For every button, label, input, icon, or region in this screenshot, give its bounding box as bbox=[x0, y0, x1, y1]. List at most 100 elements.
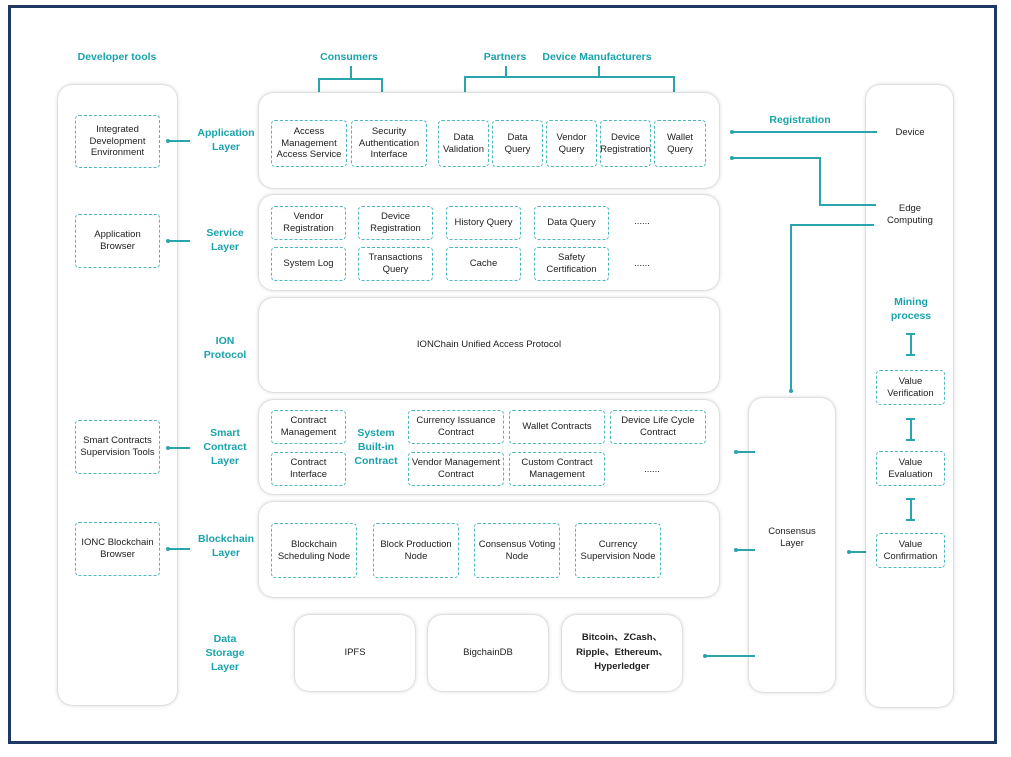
app-security-authentication: Security Authentication Interface bbox=[351, 120, 427, 167]
dev-tool-application-browser: Application Browser bbox=[75, 214, 160, 268]
storage-ipfs: IPFS bbox=[344, 647, 366, 659]
diagram-frame bbox=[8, 5, 997, 744]
connector-dot bbox=[166, 547, 170, 551]
connector bbox=[910, 333, 912, 355]
connector bbox=[906, 354, 915, 356]
dev-tool-smart-contracts-supervision: Smart Contracts Supervision Tools bbox=[75, 420, 160, 474]
svc-history-query: History Query bbox=[446, 206, 521, 240]
consensus-layer-panel bbox=[749, 398, 835, 692]
edge-computing-label: Edge Computing bbox=[887, 203, 933, 226]
sc-wallet-contracts: Wallet Contracts bbox=[509, 410, 605, 444]
consensus-layer-label: Consensus Layer bbox=[768, 526, 816, 549]
connector-dot bbox=[166, 446, 170, 450]
svc-system-log: System Log bbox=[271, 247, 346, 281]
app-access-management: Access Management Access Service bbox=[271, 120, 347, 167]
edge-line bbox=[732, 157, 820, 159]
app-data-validation: Data Validation bbox=[438, 120, 489, 167]
partners-header: Partners bbox=[483, 50, 527, 63]
consumers-bracket bbox=[350, 66, 352, 78]
app-device-registration: Device Registration bbox=[600, 120, 651, 167]
application-layer-label: Application Layer bbox=[197, 126, 255, 153]
dev-tool-ionc-blockchain-browser: IONC Blockchain Browser bbox=[75, 522, 160, 576]
connector bbox=[736, 549, 755, 551]
connector-dot bbox=[166, 239, 170, 243]
partners-bracket bbox=[464, 76, 674, 78]
connector bbox=[168, 240, 190, 242]
mining-process-label: Mining process bbox=[890, 295, 932, 322]
svc-safety-certification: Safety Certification bbox=[534, 247, 609, 281]
developer-tools-header: Developer tools bbox=[77, 50, 157, 63]
svc-transactions-query: Transactions Query bbox=[358, 247, 433, 281]
blockchain-layer-label: Blockchain Layer bbox=[197, 532, 255, 559]
storage-others-panel bbox=[562, 615, 682, 691]
value-confirmation: Value Confirmation bbox=[876, 533, 945, 568]
ion-protocol-label: ION Protocol bbox=[203, 334, 247, 361]
storage-bigchaindb-panel bbox=[428, 615, 548, 691]
consumers-bracket bbox=[381, 78, 383, 92]
connector bbox=[168, 548, 190, 550]
storage-others: Bitcoin、ZCash、Ripple、Ethereum、Hyperledge… bbox=[576, 631, 668, 673]
svc-vendor-registration: Vendor Registration bbox=[271, 206, 346, 240]
sc-custom-contract-management: Custom Contract Management bbox=[509, 452, 605, 486]
app-wallet-query: Wallet Query bbox=[654, 120, 706, 167]
sc-contract-management: Contract Management bbox=[271, 410, 346, 444]
connector-dot bbox=[734, 548, 738, 552]
device-label: Device bbox=[895, 127, 925, 139]
connector bbox=[736, 451, 755, 453]
registration-label: Registration bbox=[769, 113, 831, 126]
connector bbox=[705, 655, 755, 657]
ion-protocol-panel bbox=[259, 298, 719, 392]
consumers-bracket bbox=[318, 78, 320, 92]
storage-bigchaindb: BigchainDB bbox=[463, 647, 513, 659]
consumers-bracket bbox=[318, 78, 382, 80]
connector bbox=[906, 439, 915, 441]
connector-dot bbox=[847, 550, 851, 554]
sc-device-life-cycle: Device Life Cycle Contract bbox=[610, 410, 706, 444]
connector bbox=[910, 418, 912, 440]
partners-bracket bbox=[673, 76, 675, 92]
consumers-header: Consumers bbox=[320, 50, 378, 63]
connector-dot bbox=[703, 654, 707, 658]
connector bbox=[168, 140, 190, 142]
svc-cache: Cache bbox=[446, 247, 521, 281]
edge-consensus-line bbox=[790, 224, 792, 392]
partners-bracket bbox=[598, 66, 600, 76]
value-verification: Value Verification bbox=[876, 370, 945, 405]
partners-bracket bbox=[505, 66, 507, 76]
bc-currency-supervision-node: Currency Supervision Node bbox=[575, 523, 661, 578]
bc-block-production-node: Block Production Node bbox=[373, 523, 459, 578]
edge-consensus-line bbox=[790, 224, 874, 226]
smart-contract-layer-label: Smart Contract Layer bbox=[203, 426, 247, 468]
sc-currency-issuance: Currency Issuance Contract bbox=[408, 410, 504, 444]
connector-dot bbox=[730, 130, 734, 134]
connector-dot bbox=[166, 139, 170, 143]
connector bbox=[168, 447, 190, 449]
sc-ellipsis: ...... bbox=[644, 464, 660, 476]
connector-dot bbox=[730, 156, 734, 160]
developer-tools-panel bbox=[58, 85, 177, 705]
connector bbox=[906, 333, 915, 335]
svc-device-registration: Device Registration bbox=[358, 206, 433, 240]
partners-bracket bbox=[464, 76, 466, 92]
ion-protocol-text: IONChain Unified Access Protocol bbox=[416, 339, 562, 351]
system-builtin-contract-label: System Built-in Contract bbox=[354, 426, 398, 468]
connector-dot bbox=[789, 389, 793, 393]
sc-vendor-management: Vendor Management Contract bbox=[408, 452, 504, 486]
edge-line bbox=[819, 157, 821, 205]
bc-consensus-voting-node: Consensus Voting Node bbox=[474, 523, 560, 578]
bc-scheduling-node: Blockchain Scheduling Node bbox=[271, 523, 357, 578]
data-storage-layer-label: Data Storage Layer bbox=[205, 632, 245, 674]
connector-dot bbox=[734, 450, 738, 454]
connector bbox=[906, 519, 915, 521]
app-data-query: Data Query bbox=[492, 120, 543, 167]
app-vendor-query: Vendor Query bbox=[546, 120, 597, 167]
connector bbox=[906, 498, 915, 500]
svc-ellipsis: ...... bbox=[634, 216, 650, 228]
svc-data-query: Data Query bbox=[534, 206, 609, 240]
registration-line bbox=[732, 131, 877, 133]
storage-ipfs-panel bbox=[295, 615, 415, 691]
service-layer-label: Service Layer bbox=[206, 226, 244, 253]
edge-line bbox=[819, 204, 876, 206]
connector bbox=[906, 418, 915, 420]
connector bbox=[849, 551, 875, 553]
